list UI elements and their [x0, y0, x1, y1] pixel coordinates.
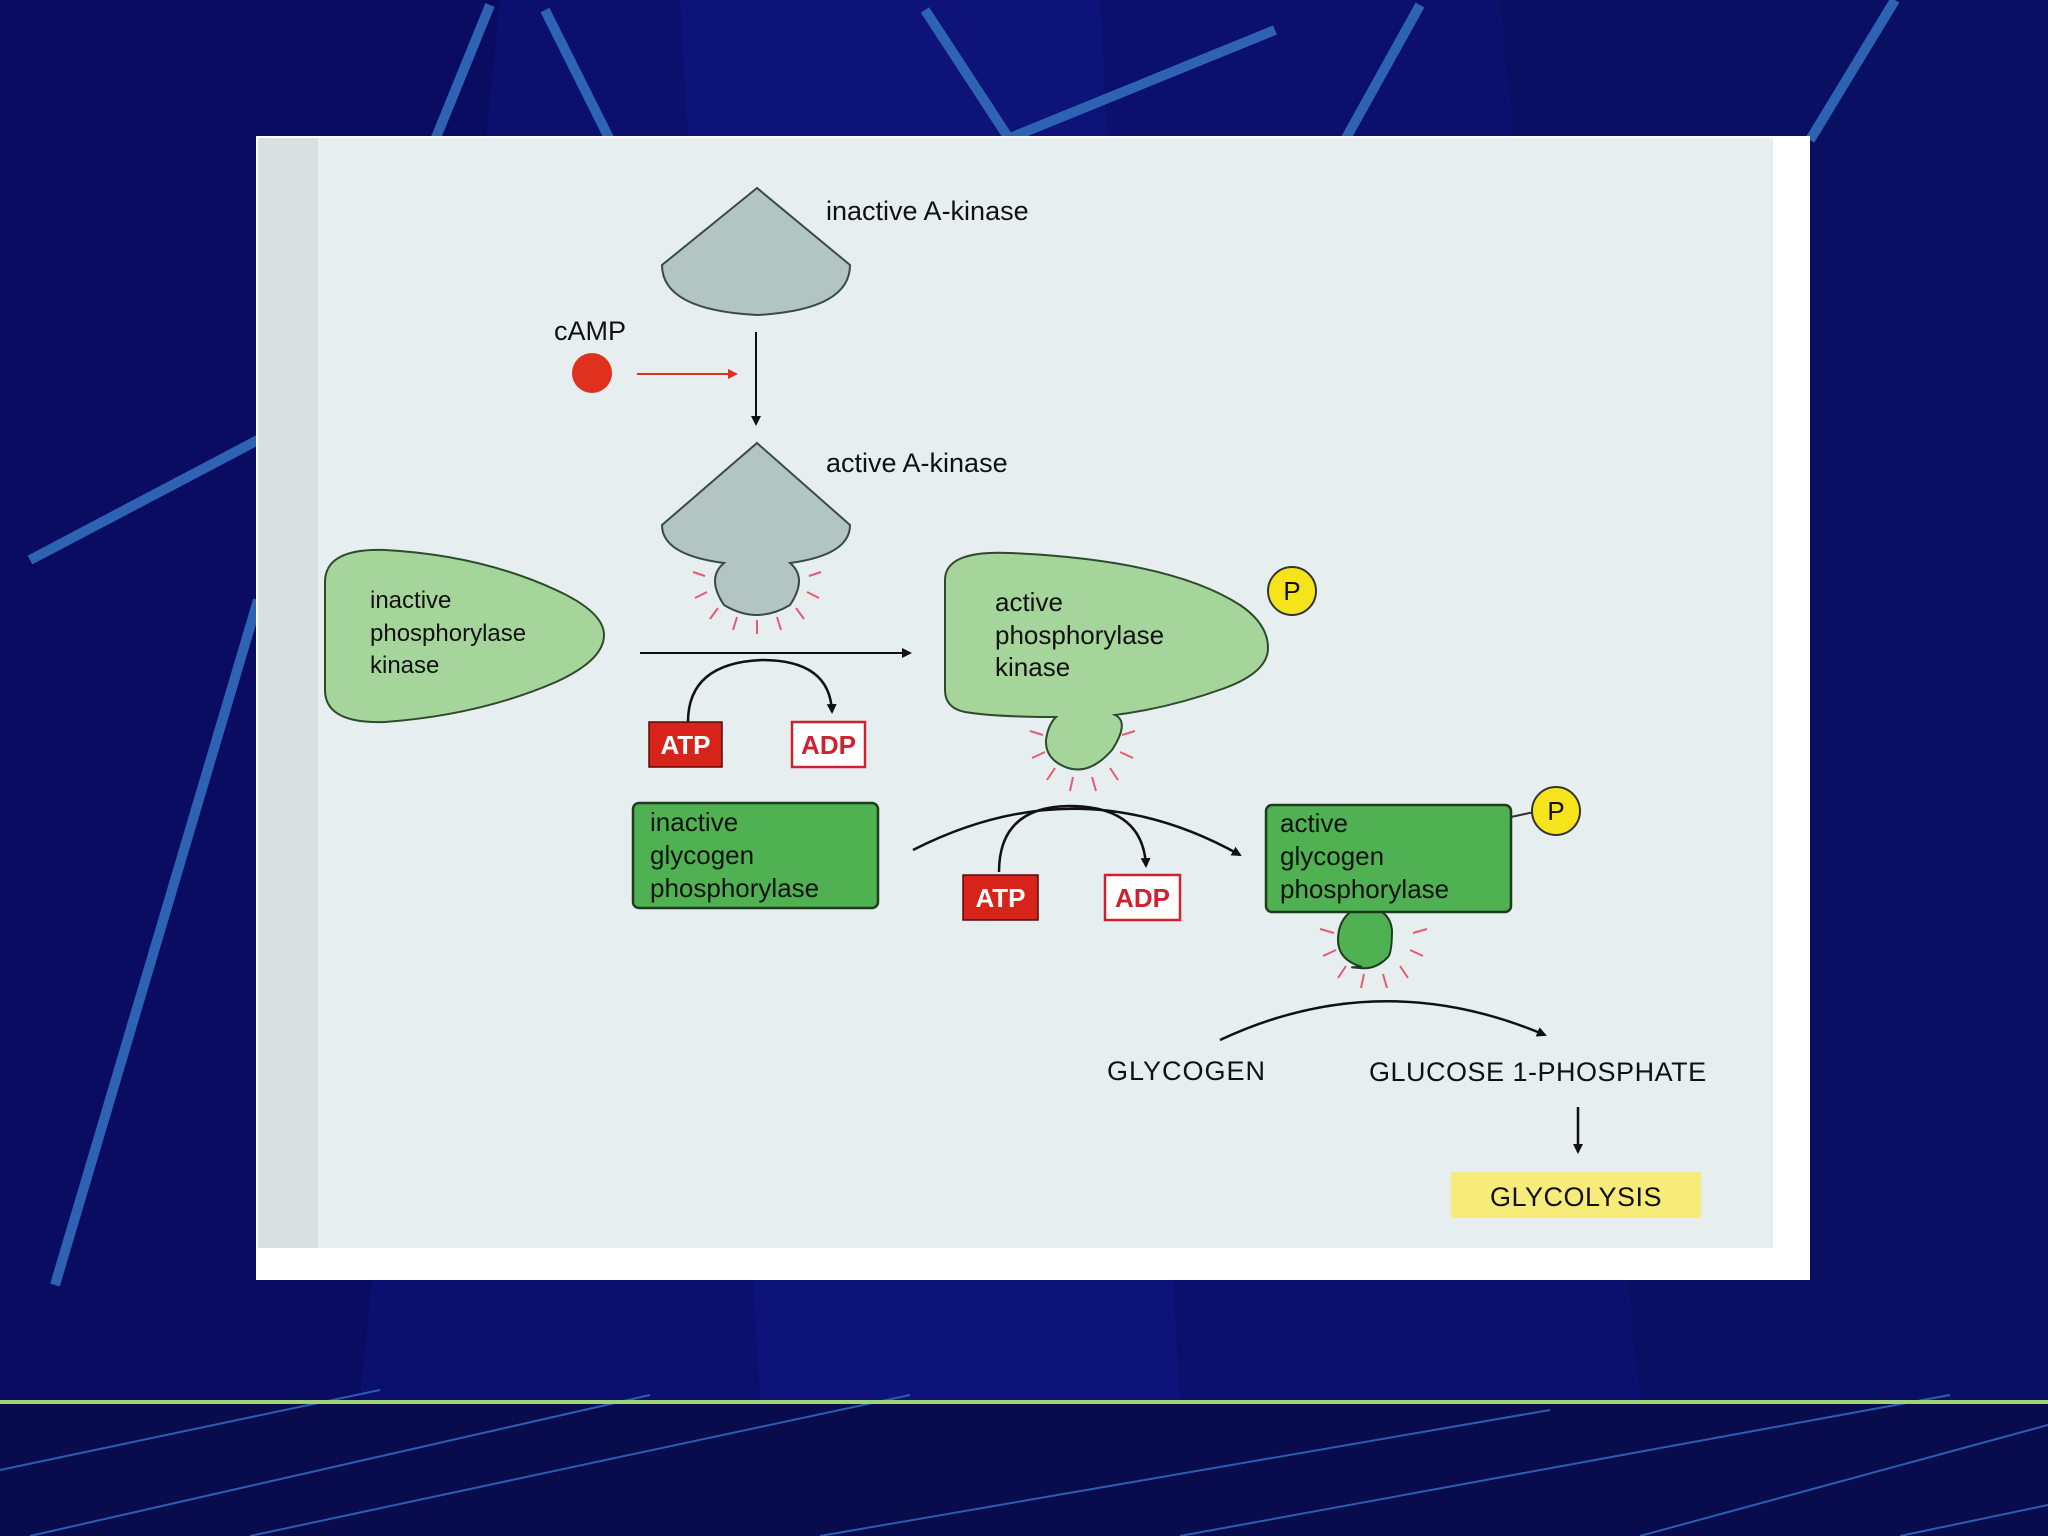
atp-box-2: ATP	[963, 875, 1038, 920]
phosphate-label-phk: P	[1283, 576, 1300, 606]
adp-box-2: ADP	[1105, 875, 1180, 920]
camp-dot	[572, 353, 612, 393]
active-gp-site	[1338, 908, 1392, 968]
camp-label: cAMP	[554, 316, 626, 346]
active-a-kinase-label: active A-kinase	[826, 448, 1008, 478]
adp-label-2: ADP	[1115, 883, 1170, 913]
atp-label-1: ATP	[660, 730, 710, 760]
g1p-label: GLUCOSE 1-PHOSPHATE	[1369, 1057, 1707, 1087]
phosphate-badge-phk: P	[1268, 567, 1316, 615]
inactive-gp-box: inactive glycogen phosphorylase	[633, 803, 878, 908]
glycolysis-label: GLYCOLYSIS	[1490, 1182, 1662, 1212]
adp-label-1: ADP	[801, 730, 856, 760]
active-gp-box: active glycogen phosphorylase	[1266, 805, 1511, 912]
adp-box-1: ADP	[792, 722, 865, 767]
atp-box-1: ATP	[649, 722, 722, 767]
glycolysis-box: GLYCOLYSIS	[1451, 1172, 1701, 1218]
phosphate-label-gp: P	[1547, 796, 1564, 826]
atp-label-2: ATP	[975, 883, 1025, 913]
inactive-a-kinase-label: inactive A-kinase	[826, 196, 1029, 226]
glycogen-label: GLYCOGEN	[1107, 1056, 1266, 1086]
